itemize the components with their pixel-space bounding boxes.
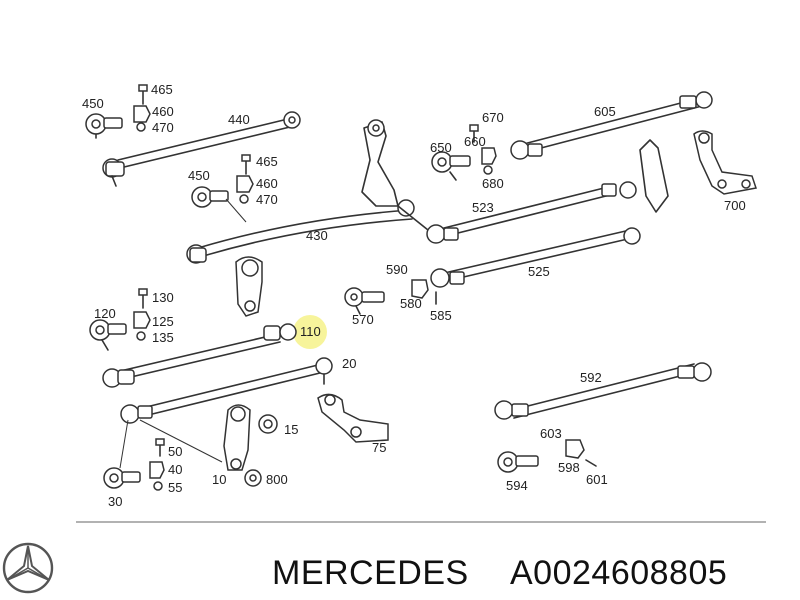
label-650: 650: [430, 140, 452, 155]
bolt-465a: [138, 84, 148, 105]
nut-55: [153, 481, 163, 491]
nut-470a: [136, 122, 146, 132]
ball-joint-594: [497, 451, 539, 473]
clamp-660: [481, 147, 497, 165]
pitman-arm-10: [223, 404, 251, 471]
label-10: 10: [212, 472, 226, 487]
nut-800: [244, 469, 262, 487]
label-590: 590: [386, 262, 408, 277]
label-30: 30: [108, 494, 122, 509]
label-594: 594: [506, 478, 528, 493]
relay-rod-20: [120, 357, 333, 424]
nut-680: [483, 165, 493, 175]
tie-rod-525: [430, 227, 641, 288]
label-40: 40: [168, 462, 182, 477]
label-605: 605: [594, 104, 616, 119]
nut-135: [136, 331, 146, 341]
tie-rod-605: [510, 91, 713, 213]
bolt-601: [585, 459, 597, 467]
label-680: 680: [482, 176, 504, 191]
label-50: 50: [168, 444, 182, 459]
tie-rod-523: [426, 181, 637, 244]
nut-470b: [239, 194, 249, 204]
steering-arm-700: [693, 130, 757, 195]
highlight-marker-110: [293, 315, 327, 349]
tie-rod-center: [102, 333, 281, 388]
label-592: 592: [580, 370, 602, 385]
label-110: 110: [300, 324, 321, 339]
label-130: 130: [152, 290, 174, 305]
label-20: 20: [342, 356, 356, 371]
tie-rod-440: [102, 111, 301, 187]
mercedes-star-logo: [2, 542, 54, 594]
drag-link-430: [186, 199, 415, 264]
label-601: 601: [586, 472, 608, 487]
ball-joint-120: [89, 319, 127, 351]
label-470a: 470: [152, 120, 174, 135]
clamp-603: [565, 439, 585, 459]
ball-joint-650: [431, 151, 471, 181]
caption-brand: MERCEDES: [272, 554, 469, 592]
label-800: 800: [266, 472, 288, 487]
ball-joint-570: [344, 287, 385, 315]
label-120: 120: [94, 306, 116, 321]
label-580: 580: [400, 296, 422, 311]
idler-arm: [361, 119, 429, 231]
label-570: 570: [352, 312, 374, 327]
label-450a: 450: [82, 96, 104, 111]
ball-joint-30: [103, 419, 141, 489]
label-670: 670: [482, 110, 504, 125]
label-75: 75: [372, 440, 386, 455]
label-470b: 470: [256, 192, 278, 207]
bolt-465b: [241, 154, 251, 175]
clamp-460a: [133, 105, 151, 123]
steering-arm-75: [317, 393, 389, 443]
pitman-arm: [235, 256, 263, 317]
ball-joint-450b: [191, 186, 229, 208]
ball-joint-450a: [85, 113, 123, 139]
label-450b: 450: [188, 168, 210, 183]
tie-rod-592: [494, 362, 712, 420]
label-465a: 465: [151, 82, 173, 97]
label-15: 15: [284, 422, 298, 437]
label-603: 603: [540, 426, 562, 441]
clamp-110: [263, 323, 297, 341]
part-labels: 465 450 460 470 440 465 450 460 470 430 …: [82, 82, 746, 509]
bolt-130: [138, 288, 148, 309]
label-660: 660: [464, 134, 486, 149]
label-700: 700: [724, 198, 746, 213]
clamp-460b: [236, 175, 254, 193]
label-523: 523: [472, 200, 494, 215]
clamp-40: [149, 461, 165, 479]
caption-part-number: A0024608805: [510, 554, 727, 592]
label-460b: 460: [256, 176, 278, 191]
nut-15: [258, 414, 278, 434]
label-440: 440: [228, 112, 250, 127]
label-585: 585: [430, 308, 452, 323]
label-125: 125: [152, 314, 174, 329]
bolt-670: [469, 124, 479, 143]
label-465b: 465: [256, 154, 278, 169]
clamp-125: [133, 311, 151, 329]
label-135: 135: [152, 330, 174, 345]
label-55: 55: [168, 480, 182, 495]
label-430: 430: [306, 228, 328, 243]
bolt-50: [155, 438, 165, 457]
label-460a: 460: [152, 104, 174, 119]
label-598: 598: [558, 460, 580, 475]
clamp-590: [411, 279, 429, 299]
label-525: 525: [528, 264, 550, 279]
